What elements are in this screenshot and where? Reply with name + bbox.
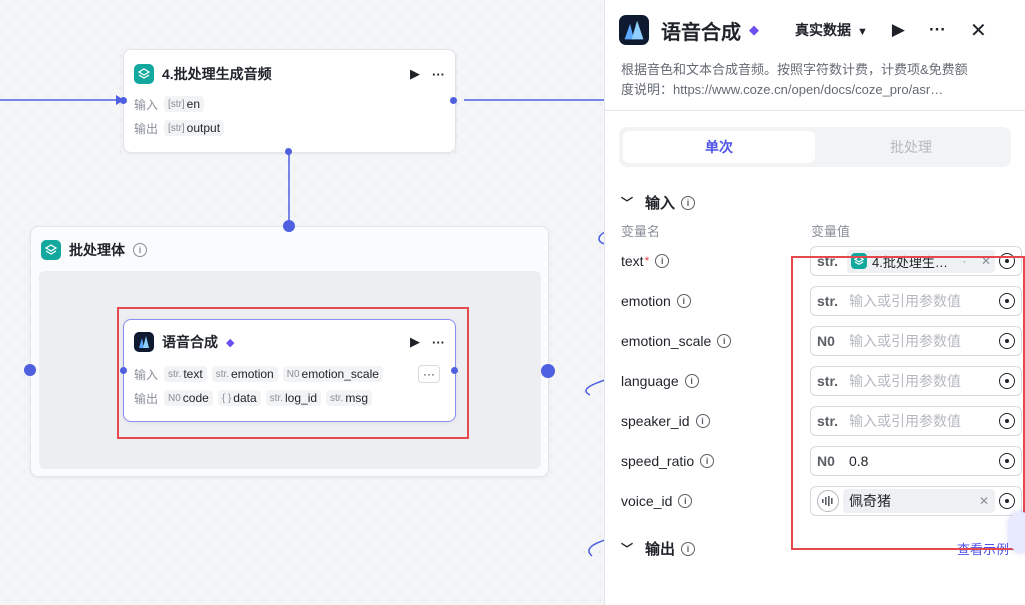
tts-logo-icon	[134, 332, 154, 352]
variable-reference-icon[interactable]	[999, 253, 1015, 269]
input-label: 输入	[134, 97, 159, 112]
input-chip: [str]en	[164, 96, 205, 112]
tab-single[interactable]: 单次	[623, 131, 815, 163]
output-label: 输出	[134, 121, 159, 136]
workflow-canvas[interactable]: 4.批处理生成音频 ▶ ··· 输入 [str]en 输出 [str]outpu…	[0, 0, 605, 605]
emotion-scale-value-field[interactable]: N0 输入或引用参数值	[810, 326, 1022, 356]
info-icon[interactable]: i	[678, 494, 693, 508]
node-title: 语音合成	[162, 334, 218, 350]
node-batch-audio[interactable]: 4.批处理生成音频 ▶ ··· 输入 [str]en 输出 [str]outpu…	[123, 49, 456, 153]
node-title: 批处理体	[69, 242, 125, 258]
variable-reference-icon[interactable]	[999, 373, 1015, 389]
handle-left-body[interactable]	[24, 364, 36, 376]
voice-id-value-field[interactable]: 佩奇猪 ✕	[810, 486, 1022, 516]
output-label: 输出	[134, 391, 159, 406]
info-icon[interactable]: i	[676, 294, 691, 308]
tts-logo-icon	[619, 15, 649, 45]
voice-waveform-icon	[817, 490, 839, 512]
output-chip-log-id: str.log_id	[265, 390, 322, 406]
input-chip-emotion: str.emotion	[211, 366, 278, 382]
edge-curve	[588, 539, 605, 557]
info-icon[interactable]: i	[681, 541, 696, 556]
highlight-box-node	[117, 307, 469, 439]
input-section-header[interactable]: ﹀ 输入 i	[605, 189, 1025, 215]
edge-curve	[585, 379, 605, 396]
handle-top-body[interactable]	[283, 220, 295, 232]
chevron-down-icon: ﹀	[621, 195, 634, 210]
info-icon[interactable]: i	[700, 454, 715, 468]
divider	[605, 110, 1025, 111]
info-icon[interactable]: i	[684, 374, 699, 388]
batch-icon	[134, 64, 154, 84]
gem-icon: ◆	[226, 336, 235, 349]
close-icon[interactable]: ✕	[969, 19, 987, 42]
emotion-value-field[interactable]: str. 输入或引用参数值	[810, 286, 1022, 316]
variable-reference-icon[interactable]	[999, 493, 1015, 509]
info-icon[interactable]: i	[717, 334, 732, 348]
run-icon[interactable]: ▶	[410, 66, 420, 81]
handle-left-tts[interactable]	[120, 367, 127, 374]
panel-description: 根据音色和文本合成音频。按照字符数计费，计费项&免费额 度说明：https://…	[621, 62, 968, 97]
run-mode-tabs: 单次 批处理	[619, 127, 1011, 167]
variable-reference-icon[interactable]	[999, 333, 1015, 349]
panel-title: 语音合成	[661, 21, 741, 44]
info-icon[interactable]: i	[681, 195, 696, 210]
input-label: 输入	[134, 367, 159, 382]
highlight-box-params	[791, 256, 1025, 550]
voice-chip[interactable]: 佩奇猪 ✕	[843, 489, 995, 513]
gem-icon: ◆	[749, 22, 759, 37]
run-icon[interactable]: ▶	[410, 334, 420, 349]
data-mode-dropdown[interactable]: 真实数据▼	[795, 22, 868, 38]
node-settings-panel: 语音合成 ◆ 真实数据▼ ▶ ··· ✕ 根据音色和文本合成音频。按照字符数计费…	[604, 0, 1025, 605]
more-icon[interactable]: ···	[432, 334, 445, 350]
handle-right-tts[interactable]	[451, 367, 458, 374]
handle-bottom[interactable]	[285, 148, 292, 155]
speaker-id-value-field[interactable]: str. 输入或引用参数值	[810, 406, 1022, 436]
info-icon[interactable]: i	[133, 243, 147, 257]
clear-icon[interactable]: ✕	[980, 254, 991, 268]
info-icon[interactable]: i	[655, 254, 670, 268]
batch-icon	[41, 240, 61, 260]
caret-down-icon: ▼	[857, 26, 868, 38]
variable-reference-icon[interactable]	[999, 453, 1015, 469]
scroll-handle[interactable]	[1009, 512, 1025, 552]
language-value-field[interactable]: str. 输入或引用参数值	[810, 366, 1022, 396]
input-chip-text: str.text	[164, 366, 207, 382]
chevron-down-icon: ﹀	[621, 541, 634, 556]
more-inputs-button[interactable]: ···	[418, 365, 440, 383]
run-icon[interactable]: ▶	[891, 20, 905, 39]
output-chip: [str]output	[164, 120, 225, 136]
handle-right[interactable]	[450, 97, 457, 104]
clear-icon[interactable]: ✕	[978, 494, 989, 508]
param-columns-header: 变量名 变量值	[621, 223, 851, 239]
edge-curve	[598, 231, 605, 245]
more-icon[interactable]: ···	[432, 66, 445, 82]
info-icon[interactable]: i	[695, 414, 710, 428]
variable-reference-icon[interactable]	[999, 293, 1015, 309]
node-title: 4.批处理生成音频	[162, 66, 272, 82]
more-icon[interactable]: ···	[928, 20, 946, 39]
output-chip-msg: str.msg	[326, 390, 373, 406]
output-chip-data: { }data	[217, 390, 261, 406]
speed-ratio-value-field[interactable]: N0 0.8	[810, 446, 1022, 476]
handle-left[interactable]	[120, 97, 127, 104]
handle-right-body[interactable]	[541, 364, 555, 378]
variable-reference-icon[interactable]	[999, 413, 1015, 429]
tab-batch[interactable]: 批处理	[890, 139, 932, 155]
